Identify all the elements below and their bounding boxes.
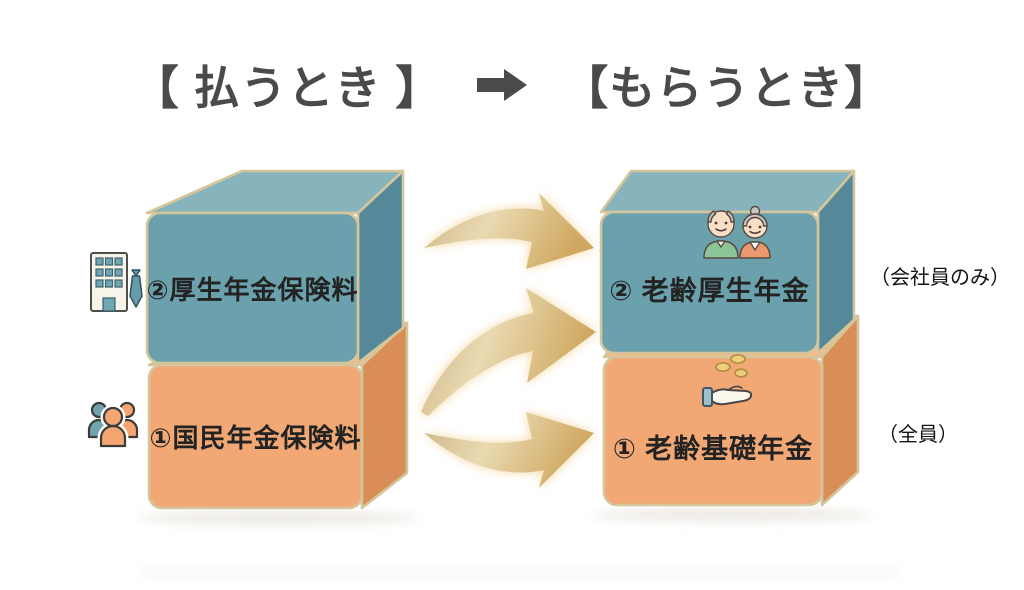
box-front-face — [602, 355, 824, 507]
box-front-face — [599, 210, 820, 355]
box-front-face — [147, 363, 364, 510]
flow-arrows — [421, 193, 596, 488]
box-top-face — [599, 169, 856, 214]
receive-box-rourei-kousei — [599, 169, 856, 355]
box-shadows — [138, 508, 900, 577]
pay-box-kousei-nenkin — [145, 169, 405, 365]
arrow-kokumin-to-rourei-kousei — [421, 288, 596, 416]
arrow-kousei-to-rourei-kousei — [424, 193, 594, 269]
arrow-kokumin-to-rourei-kiso — [424, 412, 594, 488]
box-front-face — [145, 211, 360, 365]
